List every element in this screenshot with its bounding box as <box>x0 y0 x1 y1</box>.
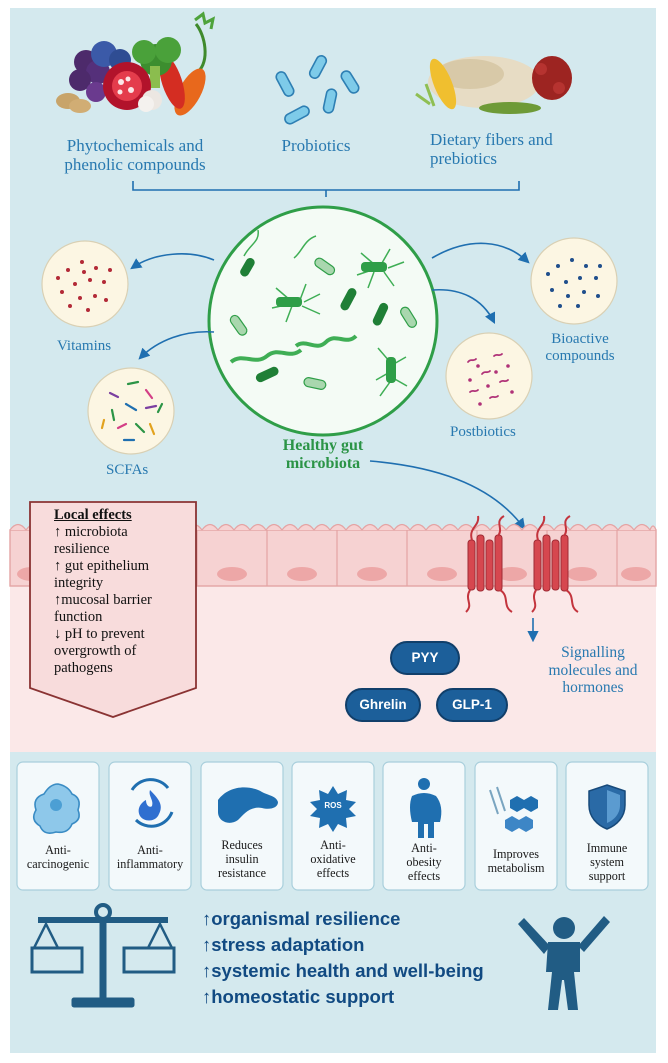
local-effect-item-cont: pathogens <box>54 659 113 676</box>
local-effect-item: ↑ microbiota <box>54 523 128 540</box>
outcome-item: ↑homeostatic support <box>202 986 395 1007</box>
ros-label: ROS <box>324 801 342 810</box>
membrane-receptor-icon <box>465 515 579 613</box>
source-probiotics-label: Probiotics <box>281 136 351 155</box>
outcome-item: ↑systemic health and well-being <box>202 960 484 981</box>
hormone-pyy: PYY <box>390 641 460 675</box>
ros-burst-icon: ROS <box>310 786 356 832</box>
bioactive-compounds-circle-icon <box>530 237 618 325</box>
local-effects-list: Local effects ↑ microbiota resilience ↑ … <box>54 507 186 677</box>
local-effects-title: Local effects <box>54 507 132 523</box>
local-effect-item: ↑ gut epithelium <box>54 557 150 574</box>
vitamins-label: Vitamins <box>57 338 112 354</box>
balance-scale-icon <box>30 903 176 1008</box>
postbiotics-circle-icon <box>445 332 533 420</box>
local-effect-item-cont: function <box>54 608 103 625</box>
local-effect-item-cont: resilience <box>54 540 110 557</box>
flame-cycle-icon <box>130 778 174 828</box>
grains-legumes-icon <box>415 56 572 114</box>
gut-microbiota-circle-icon <box>207 205 439 437</box>
outcome-item: ↑stress adaptation <box>202 934 365 955</box>
local-effect-item-cont: overgrowth of <box>54 642 137 659</box>
probiotic-bacteria-icon <box>275 55 360 125</box>
molecule-icon <box>489 786 538 832</box>
benefit-label-antiinflammatory: Anti-inflammatory <box>116 843 184 871</box>
flow-arrows <box>130 242 530 530</box>
local-effect-item-cont: integrity <box>54 574 104 591</box>
hormone-glp1: GLP-1 <box>436 688 508 722</box>
local-effect-item: ↑mucosal barrier <box>54 591 152 608</box>
tumor-cell-icon <box>32 783 80 834</box>
fruits-vegetables-icon <box>56 11 216 116</box>
postbiotics-label: Postbiotics <box>450 424 516 440</box>
scfas-label: SCFAs <box>106 462 149 478</box>
shield-icon <box>588 784 626 830</box>
local-effects-box <box>29 501 197 718</box>
obese-person-icon <box>410 778 442 838</box>
hormone-ghrelin: Ghrelin <box>345 688 421 722</box>
benefit-label-anticarcinogenic: Anti-carcinogenic <box>26 843 90 871</box>
vitamins-circle-icon <box>41 240 129 328</box>
pancreas-icon <box>218 787 278 823</box>
happy-person-icon <box>518 916 610 1010</box>
outcome-item: ↑organismal resilience <box>202 908 401 929</box>
scfas-circle-icon <box>87 367 175 455</box>
local-effect-item: ↓ pH to prevent <box>54 625 145 642</box>
